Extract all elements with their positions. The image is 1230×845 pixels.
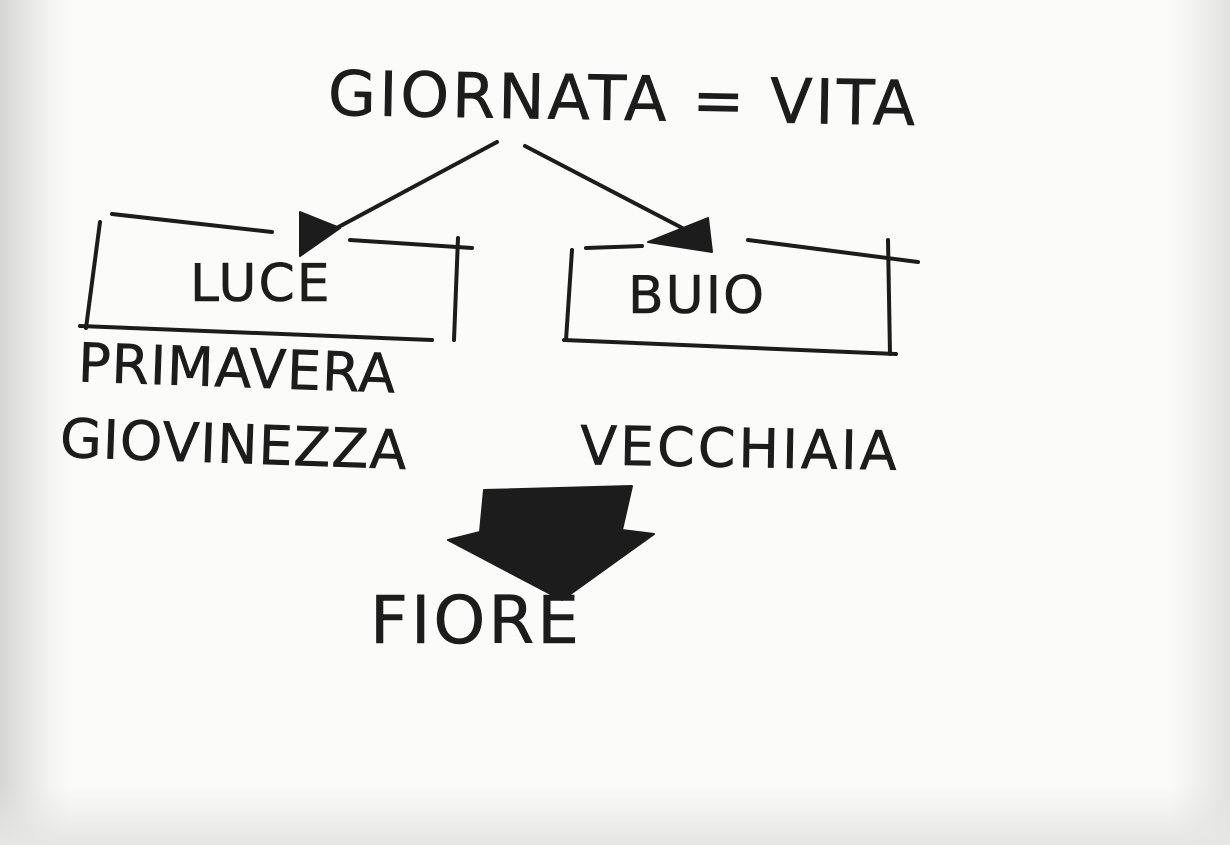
arrow-to-buio-shaft	[523, 144, 692, 234]
arrow-to-buio	[523, 144, 713, 253]
box-buio-bottom	[562, 338, 898, 356]
box-buio-label: BUIO	[628, 266, 766, 326]
box-luce	[78, 212, 474, 342]
diagram-title: GIORNATA = VITA	[327, 56, 919, 141]
box-luce-right	[452, 236, 460, 342]
word-vecchiaia: VECCHIAIA	[579, 414, 901, 483]
box-buio-top-left	[584, 244, 644, 250]
box-buio	[562, 238, 920, 356]
arrow-to-buio-head	[647, 217, 713, 253]
word-giovinezza: GIOVINEZZA	[59, 406, 409, 483]
arrow-to-luce-shaft	[316, 140, 499, 240]
arrow-to-luce	[299, 140, 499, 257]
arrow-to-fiore-head	[447, 485, 655, 601]
paper-shadow-right	[1170, 0, 1230, 845]
box-buio-left	[564, 248, 574, 342]
box-luce-label: LUCE	[190, 254, 332, 314]
box-luce-left	[84, 220, 102, 330]
box-buio-top-right	[746, 238, 920, 264]
word-primavera: PRIMAVERA	[77, 331, 398, 406]
paper-shadow-bottom	[0, 785, 1230, 845]
paper-shadow-left	[0, 0, 70, 845]
word-fiore: FIORE	[370, 582, 582, 659]
box-luce-top-right	[348, 238, 474, 250]
box-buio-right	[886, 238, 892, 356]
box-luce-top-left	[110, 212, 274, 234]
arrow-to-fiore	[447, 485, 655, 601]
arrow-to-luce-head	[299, 211, 341, 257]
box-luce-bottom	[78, 324, 434, 342]
